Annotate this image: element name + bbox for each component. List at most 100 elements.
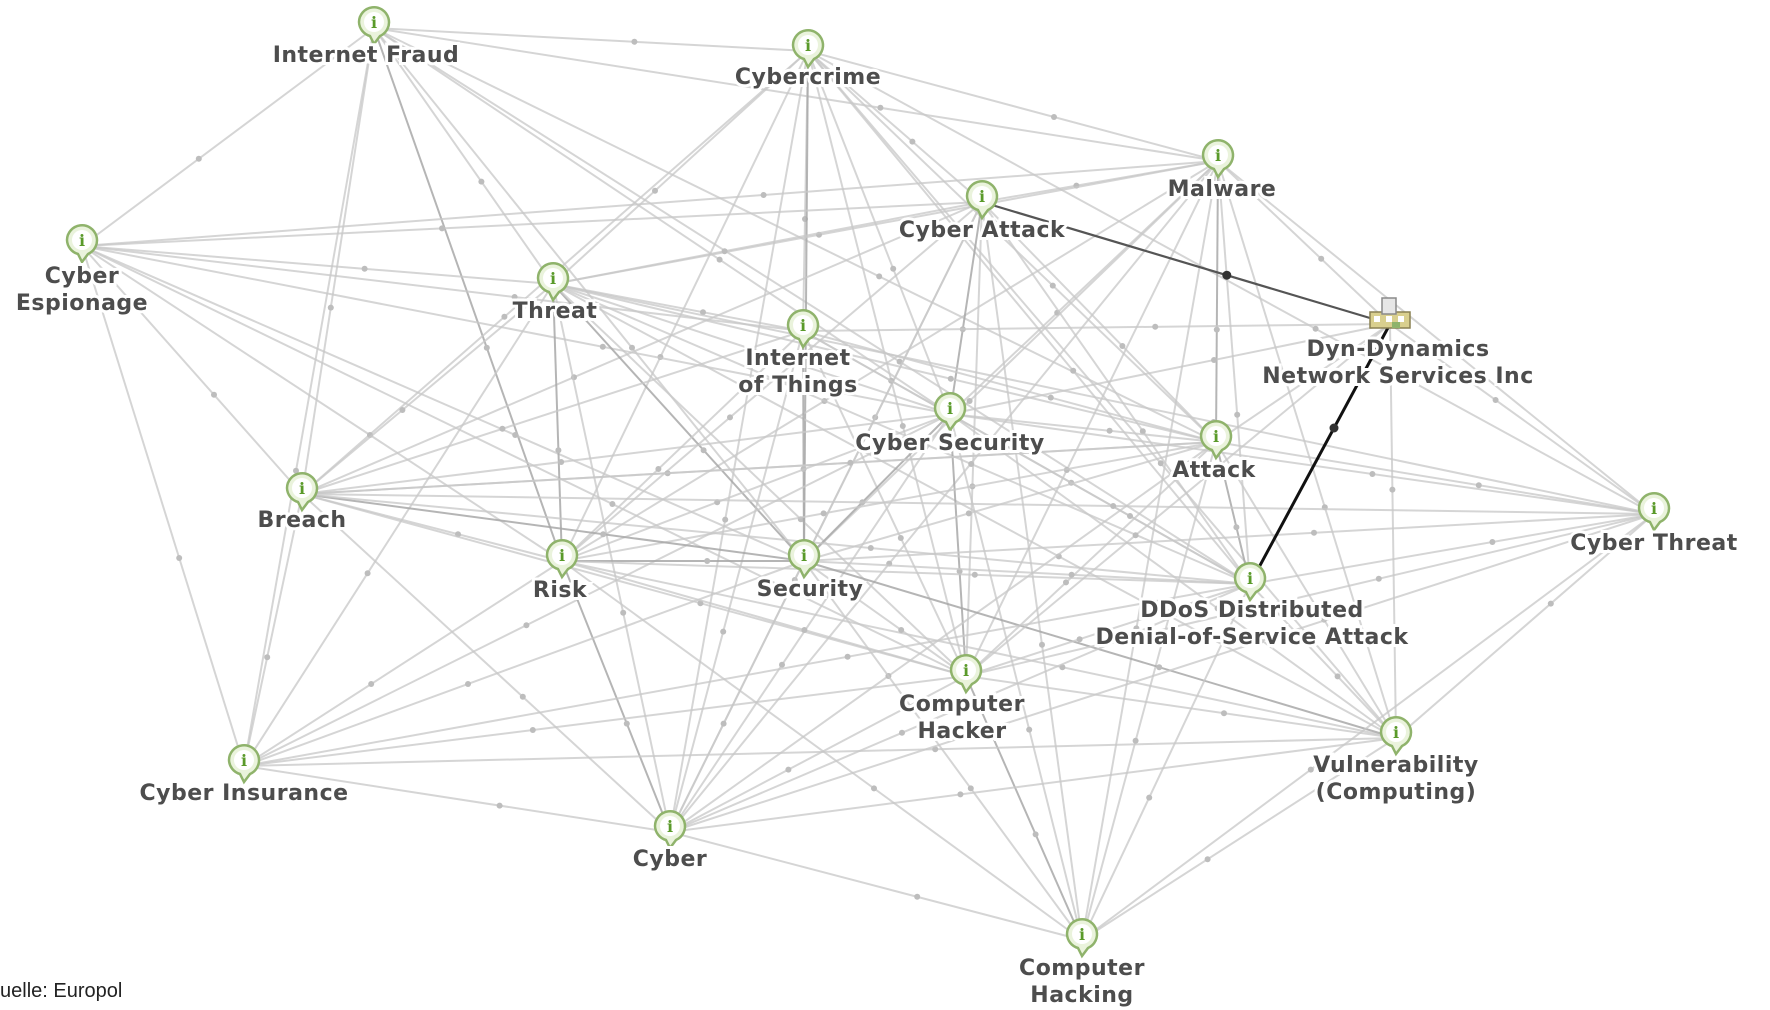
node-label: Cyber Attack (899, 218, 1066, 243)
svg-text:i: i (963, 661, 969, 680)
info-pin-icon[interactable]: i (1065, 918, 1099, 959)
edge-security-ddos (803, 560, 1251, 585)
edge-threat-cyber-threat (552, 283, 1655, 515)
edge-midpoint-marker (1476, 369, 1483, 376)
edge-ddos-cyber-threat (1249, 513, 1655, 585)
edge-cyber-attack-risk (561, 201, 983, 562)
edge-midpoint-marker (623, 720, 630, 727)
edge-computer-hacker-computer-hacking (965, 675, 1083, 941)
edge-midpoint-marker (788, 359, 795, 365)
edge-breach-attack (301, 441, 1217, 495)
organization-building-icon[interactable] (1369, 297, 1411, 329)
edge-ddos-computer-hacking (1081, 583, 1251, 941)
edge-layer (81, 27, 1655, 941)
edge-midpoint-marker (720, 628, 727, 635)
info-pin-icon[interactable]: i (1637, 492, 1671, 533)
info-pin-icon[interactable]: i (791, 29, 825, 70)
edge-dyn-computer-hacker (965, 323, 1391, 677)
edge-malware-computer-hacking (1081, 160, 1219, 941)
edge-vulnerability-cyber (669, 737, 1397, 833)
edge-midpoint-marker (1234, 411, 1241, 418)
info-pin-icon[interactable]: i (786, 309, 820, 350)
edge-cyber-cyber-threat (669, 513, 1655, 833)
info-pin-icon[interactable]: i (933, 392, 967, 433)
edge-midpoint-marker (1317, 368, 1324, 375)
edge-midpoint-marker (1329, 423, 1339, 433)
edge-cyber-insurance-ddos (243, 583, 1251, 767)
edge-midpoint-marker (899, 423, 906, 429)
info-pin-icon[interactable]: i (1233, 562, 1267, 603)
svg-text:i: i (1079, 925, 1085, 944)
info-pin-icon[interactable]: i (227, 744, 261, 785)
edge-midpoint-marker (844, 653, 851, 660)
edge-midpoint-marker (1257, 638, 1264, 645)
info-pin-icon[interactable]: i (949, 654, 983, 695)
edge-midpoint-marker (871, 785, 877, 792)
info-pin-icon[interactable]: i (357, 6, 391, 47)
edge-cyber-attack-threat (552, 201, 983, 285)
edge-midpoint-marker (1547, 600, 1554, 607)
info-pin-icon[interactable]: i (536, 262, 570, 303)
info-pin-icon[interactable]: i (1201, 139, 1235, 180)
edge-internet-of-things-dyn (802, 323, 1391, 332)
edge-midpoint-marker (1211, 357, 1217, 363)
edge-midpoint-marker (785, 766, 792, 773)
edge-midpoint-marker (496, 802, 503, 809)
info-pin-icon[interactable]: i (65, 224, 99, 265)
info-pin-icon[interactable]: i (787, 539, 821, 580)
node-label: Cyber Security (855, 431, 1044, 456)
info-pin-icon[interactable]: i (1379, 716, 1413, 757)
edge-midpoint-marker (1204, 856, 1211, 863)
node-label: Hacking (1030, 983, 1133, 1008)
info-pin-icon[interactable]: i (285, 472, 319, 513)
info-pin-icon[interactable]: i (965, 180, 999, 221)
edge-midpoint-marker (1157, 460, 1164, 467)
edge-vulnerability-computer-hacking (1081, 737, 1397, 941)
edge-midpoint-marker (760, 192, 767, 198)
edge-internet-fraud-ddos (373, 27, 1251, 585)
info-pin-icon[interactable]: i (545, 539, 579, 580)
info-pin-icon[interactable]: i (1199, 420, 1233, 461)
node-label: of Things (738, 373, 858, 398)
edge-attack-computer-hacker (965, 441, 1217, 677)
edge-attack-security (803, 441, 1217, 562)
edge-malware-cyber (669, 160, 1219, 833)
node-label: Hacker (917, 719, 1006, 744)
edge-cyber-espionage-breach (81, 245, 303, 495)
edge-attack-computer-hacking (1081, 441, 1217, 941)
edge-cybercrime-cyber (669, 50, 809, 833)
svg-text:i: i (1247, 569, 1253, 588)
node-label: Computer (899, 692, 1025, 717)
edge-midpoint-marker (779, 661, 785, 668)
edge-midpoint-marker (721, 248, 728, 255)
edge-midpoint-marker (631, 38, 638, 45)
edge-midpoint-marker (847, 459, 854, 466)
edge-attack-risk (561, 441, 1217, 562)
edge-cyber-security-computer-hacking (949, 413, 1083, 941)
node-label: Computer (1019, 956, 1145, 981)
edge-midpoint-marker (511, 294, 518, 300)
edge-midpoint-marker (947, 375, 954, 382)
info-pin-icon[interactable]: i (653, 810, 687, 851)
